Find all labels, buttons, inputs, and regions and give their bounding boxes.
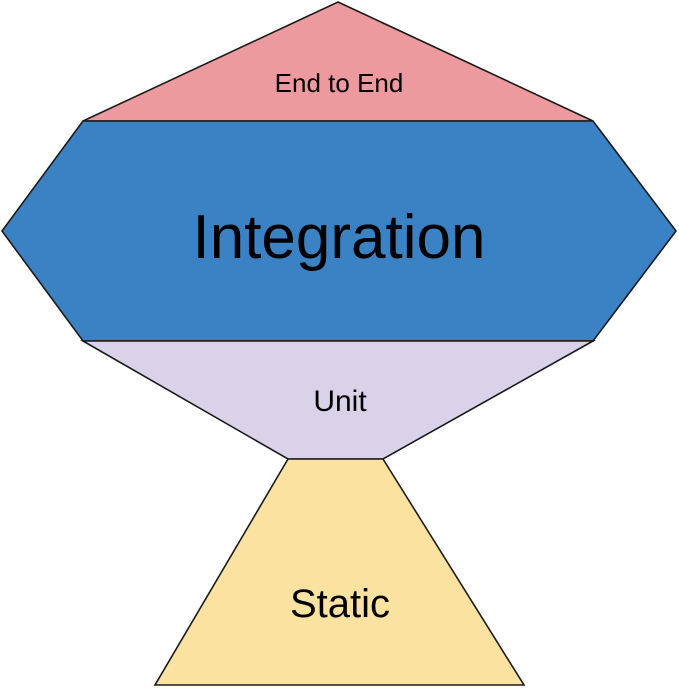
layer-label-end-to-end: End to End	[275, 68, 404, 98]
layer-shape-static[interactable]	[153, 458, 526, 686]
layer-label-unit: Unit	[313, 385, 367, 418]
layer-shape-end-to-end[interactable]	[82, 1, 594, 122]
layer-label-static: Static	[290, 582, 390, 626]
layer-label-integration: Integration	[193, 203, 486, 272]
